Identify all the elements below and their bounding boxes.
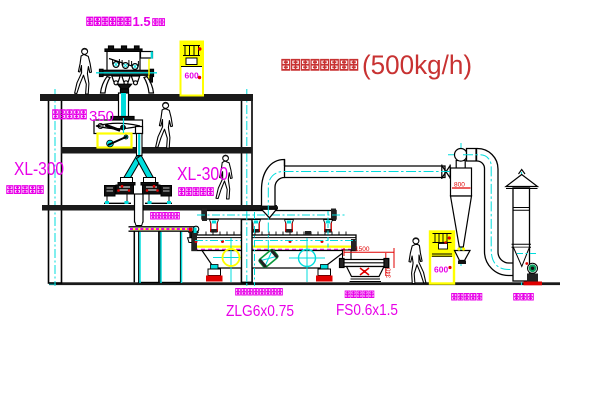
svg-text:ZLG6x0.75: ZLG6x0.75: [226, 303, 294, 320]
svg-text:340: 340: [387, 267, 393, 278]
svg-text:1500: 1500: [355, 246, 370, 253]
svg-text:600: 600: [185, 71, 199, 81]
svg-text:350: 350: [89, 108, 114, 125]
svg-text:XL-300: XL-300: [14, 159, 64, 179]
svg-text:1.5: 1.5: [133, 14, 151, 29]
svg-text:600: 600: [434, 265, 448, 275]
svg-text:800: 800: [454, 182, 465, 189]
svg-text:XL-300: XL-300: [177, 164, 228, 184]
svg-text:FS0.6x1.5: FS0.6x1.5: [336, 302, 398, 319]
svg-text:(500kg/h): (500kg/h): [362, 50, 472, 80]
